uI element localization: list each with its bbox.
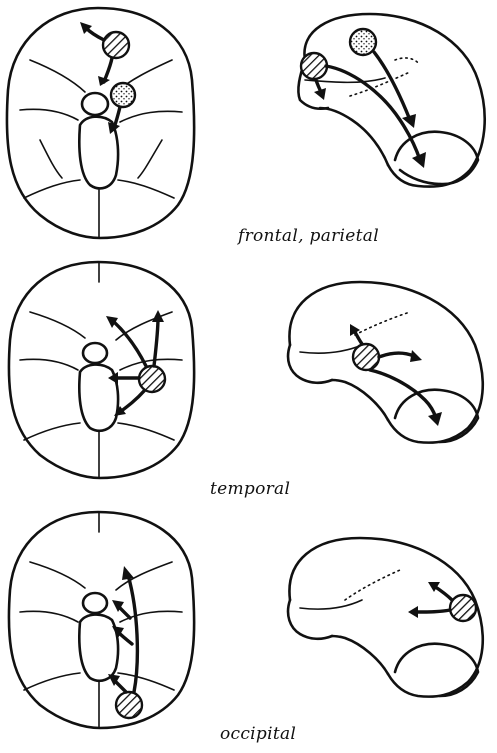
lesion-occipital-lateral — [408, 582, 476, 621]
lesion-temporal-lateral — [350, 324, 442, 426]
panel-occipital — [9, 512, 483, 728]
caption-occipital: occipital — [220, 724, 296, 744]
caption-frontal-parietal: frontal, parietal — [238, 226, 379, 246]
skull-base-view-3 — [9, 512, 194, 728]
lesion-occipital-base — [108, 566, 142, 718]
lesion-frontal-base — [80, 22, 129, 86]
brain-lateral-view-1 — [298, 14, 484, 187]
panel-frontal-parietal — [7, 8, 485, 238]
lesion-temporal-base — [106, 310, 165, 416]
lesion-parietal-base — [108, 83, 135, 134]
skull-base-view-1 — [7, 8, 194, 238]
skull-base-view-2 — [9, 262, 194, 478]
caption-temporal: temporal — [210, 479, 290, 499]
panel-temporal — [9, 262, 483, 478]
brain-lateral-view-2 — [288, 282, 483, 443]
